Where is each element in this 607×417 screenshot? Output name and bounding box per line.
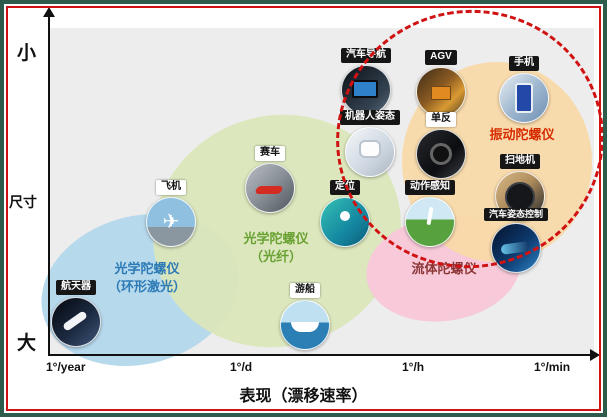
x-axis-title: 表现（漂移速率） xyxy=(239,388,368,405)
group-label-line1: 振动陀螺仪 xyxy=(489,127,555,142)
group-label-line2: （光纤） xyxy=(249,248,302,264)
group-label-line1: 光学陀螺仪 xyxy=(114,261,180,276)
group-label-fiber-optic: 光学陀螺仪 （光纤） xyxy=(226,230,326,265)
item-label: 手机 xyxy=(509,56,539,71)
dslr-camera-photo xyxy=(416,128,466,179)
item-label: 动作感知 xyxy=(405,180,455,195)
item-label: 飞机 xyxy=(156,180,186,195)
group-label-line2: （环形激光） xyxy=(107,278,186,294)
yacht-photo xyxy=(280,299,330,350)
group-label-line1: 流体陀螺仪 xyxy=(411,261,477,276)
item-robot-posture: 机器人姿态 xyxy=(338,110,402,177)
y-axis-label-large: 大 xyxy=(17,333,37,354)
item-car-attitude-control: 汽车姿态控制 xyxy=(484,208,549,274)
sports-car-photo xyxy=(491,223,541,274)
item-motion-sensing: 动作感知 xyxy=(398,180,462,247)
x-axis-line xyxy=(48,354,592,356)
x-tick-1-per-day: 1°/d xyxy=(230,360,253,374)
y-axis-line xyxy=(48,16,50,356)
item-label: 扫地机 xyxy=(500,154,540,169)
group-label-line1: 光学陀螺仪 xyxy=(243,231,309,246)
x-tick-1-per-min: 1°/min xyxy=(534,360,571,374)
warehouse-agv-photo xyxy=(416,66,466,117)
item-car-navigation: 汽车导航 xyxy=(334,48,398,115)
x-tick-1-per-hour: 1°/h xyxy=(402,360,425,374)
group-label-ring-laser: 光学陀螺仪 （环形激光） xyxy=(92,260,202,295)
y-axis-arrow-icon xyxy=(43,7,55,17)
item-cruise-ship: 游船 xyxy=(273,283,337,350)
race-car-photo xyxy=(245,162,295,213)
item-label: 机器人姿态 xyxy=(340,110,400,125)
group-label-vibration: 振动陀螺仪 xyxy=(476,126,568,144)
item-label: 航天器 xyxy=(56,280,96,295)
item-dslr: 单反 xyxy=(409,112,473,179)
gps-map-photo xyxy=(320,196,370,247)
y-axis-label-small: 小 xyxy=(17,43,37,64)
x-axis-arrow-icon xyxy=(590,349,600,361)
item-label: 游船 xyxy=(290,283,320,298)
item-spacecraft: 航天器 xyxy=(44,280,108,347)
item-label: 定位 xyxy=(330,180,360,195)
item-label: 赛车 xyxy=(255,146,285,161)
car-dashboard-photo xyxy=(341,64,391,115)
item-agv: AGV xyxy=(409,50,473,117)
smartphone-photo xyxy=(499,72,549,123)
item-label: 汽车姿态控制 xyxy=(484,208,549,222)
item-smartphone: 手机 xyxy=(492,56,556,123)
item-label: 汽车导航 xyxy=(341,48,391,63)
item-aircraft: 飞机 ✈ xyxy=(139,180,203,247)
item-race-car: 赛车 xyxy=(238,146,302,213)
golfer-photo xyxy=(405,196,455,247)
item-label: 单反 xyxy=(426,112,456,127)
item-positioning: 定位 xyxy=(313,180,377,247)
airplane-photo: ✈ xyxy=(146,196,196,247)
group-label-fluid: 流体陀螺仪 xyxy=(396,260,492,278)
y-axis-title: 尺寸 xyxy=(9,194,37,210)
space-shuttle-photo xyxy=(51,296,101,347)
x-tick-1-per-year: 1°/year xyxy=(46,360,86,374)
item-label: AGV xyxy=(425,50,457,65)
robot-photo xyxy=(345,126,395,177)
